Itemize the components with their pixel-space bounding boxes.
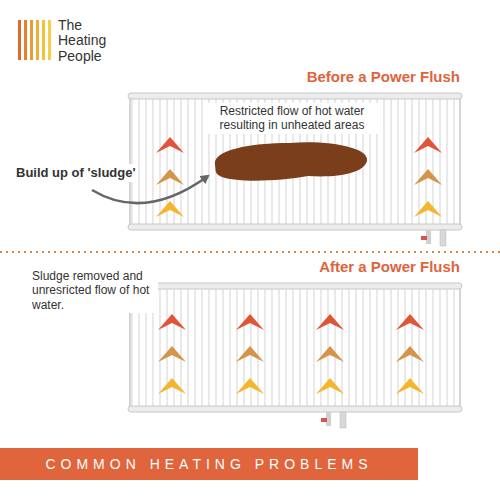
banner-text: COMMON HEATING PROBLEMS bbox=[45, 456, 372, 472]
callout-text: Build up of 'sludge' bbox=[14, 164, 138, 182]
title-banner: COMMON HEATING PROBLEMS bbox=[0, 448, 418, 480]
heat-chevron bbox=[414, 169, 442, 185]
heat-chevron bbox=[156, 201, 184, 217]
radiator-after bbox=[128, 283, 462, 428]
heat-chevron bbox=[156, 169, 184, 185]
section-heading: Before a Power Flush bbox=[270, 68, 460, 86]
heat-chevron bbox=[156, 137, 184, 153]
callout-text: Restricted flow of hot water resulting i… bbox=[205, 103, 379, 134]
divider bbox=[0, 251, 500, 253]
heat-chevron bbox=[316, 314, 344, 330]
radiator-before bbox=[128, 93, 462, 246]
heat-chevron bbox=[396, 314, 424, 330]
logo-text: The Heating People bbox=[58, 18, 120, 64]
callout-text: Sludge removed and unresricted flow of h… bbox=[30, 268, 158, 313]
sludge bbox=[215, 142, 367, 180]
heat-chevron bbox=[236, 314, 264, 330]
heat-chevron bbox=[158, 346, 186, 362]
heat-chevron bbox=[396, 346, 424, 362]
heat-chevron bbox=[236, 378, 264, 394]
heat-chevron bbox=[158, 314, 186, 330]
heat-chevron bbox=[158, 378, 186, 394]
heat-chevron bbox=[414, 137, 442, 153]
heat-chevron bbox=[316, 378, 344, 394]
heat-chevron bbox=[236, 346, 264, 362]
heat-chevron bbox=[414, 201, 442, 217]
section-heading: After a Power Flush bbox=[270, 258, 460, 276]
heat-chevron bbox=[316, 346, 344, 362]
heat-chevron bbox=[396, 378, 424, 394]
logo-bars bbox=[18, 20, 51, 60]
